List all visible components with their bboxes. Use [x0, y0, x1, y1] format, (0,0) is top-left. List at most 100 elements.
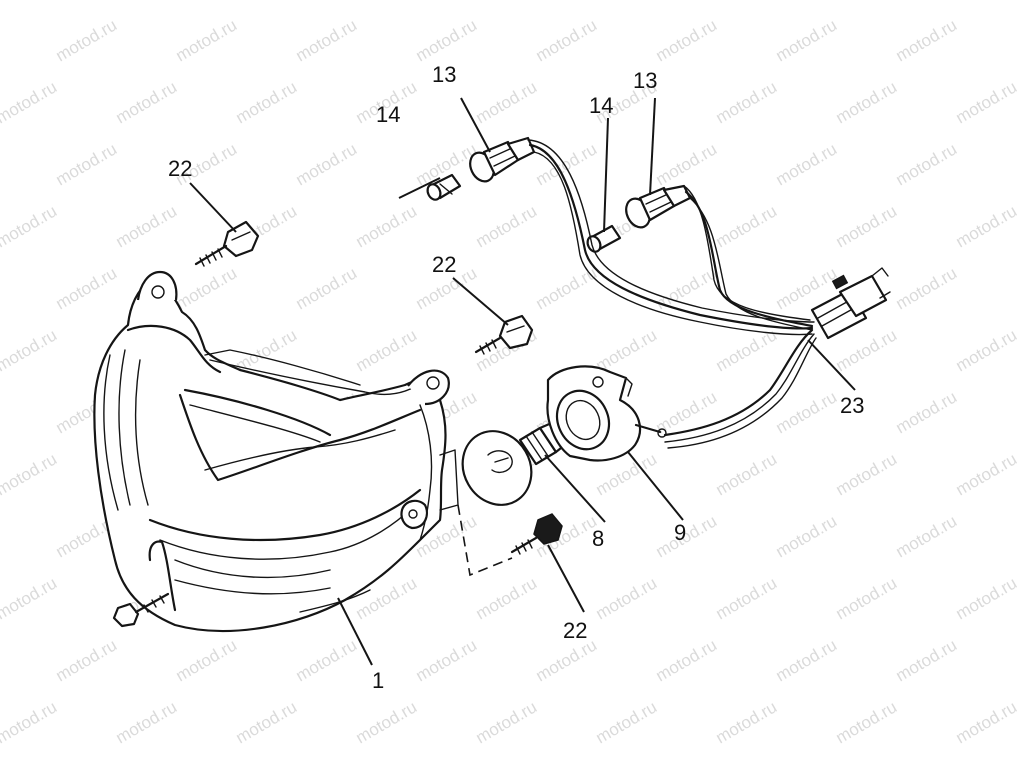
- watermark-text: motod.ru: [473, 77, 541, 127]
- watermark-text: motod.ru: [833, 325, 901, 375]
- bolt-housing-left: [112, 592, 170, 628]
- watermark-text: motod.ru: [173, 15, 241, 65]
- watermark-text: motod.ru: [833, 449, 901, 499]
- watermark-text: motod.ru: [53, 139, 121, 189]
- watermark-text: motod.ru: [473, 697, 541, 747]
- watermark-text: motod.ru: [893, 511, 961, 561]
- position-socket-right: [625, 184, 692, 229]
- watermark-text: motod.ru: [833, 0, 901, 3]
- headlight-housing: [93, 270, 459, 633]
- watermark-text: motod.ru: [653, 15, 721, 65]
- wiring-harness: [527, 139, 891, 449]
- position-bulb-left: [426, 173, 462, 201]
- callout-13-left: 13: [432, 62, 456, 87]
- watermark-text: motod.ru: [773, 15, 841, 65]
- watermark-text: motod.ru: [0, 201, 60, 251]
- callout-22-top: 22: [168, 156, 192, 181]
- watermark-text: motod.ru: [953, 573, 1021, 623]
- callout-22-bottom: 22: [563, 618, 587, 643]
- watermark-text: motod.ru: [293, 635, 361, 685]
- watermark-text: motod.ru: [233, 697, 301, 747]
- watermark-text: motod.ru: [893, 387, 961, 437]
- watermark-text: motod.ru: [53, 263, 121, 313]
- watermark-text: motod.ru: [953, 0, 1021, 3]
- watermark-text: motod.ru: [833, 77, 901, 127]
- watermark-text: motod.ru: [773, 511, 841, 561]
- watermark-text: motod.ru: [0, 449, 60, 499]
- position-socket-left: [469, 136, 536, 183]
- watermark-text: motod.ru: [53, 635, 121, 685]
- watermark-text: motod.ru: [893, 15, 961, 65]
- watermark-text: motod.ru: [0, 77, 60, 127]
- watermark-text: motod.ru: [653, 263, 721, 313]
- watermark-text: motod.ru: [953, 77, 1021, 127]
- watermark-text: motod.ru: [653, 635, 721, 685]
- callout-labels: 1 8 9 13 13 14 14 22 22 22 23: [168, 62, 864, 693]
- callout-8: 8: [592, 526, 604, 551]
- watermark-text: motod.ru: [353, 0, 421, 3]
- watermark-text: motod.ru: [593, 697, 661, 747]
- watermark-text: motod.ru: [713, 573, 781, 623]
- watermark-text: motod.ru: [773, 387, 841, 437]
- watermark-text: motod.ru: [833, 573, 901, 623]
- watermark-text: motod.ru: [473, 0, 541, 3]
- watermark-text: motod.ru: [413, 635, 481, 685]
- watermark-text: motod.ru: [0, 573, 60, 623]
- watermark-text: motod.ru: [113, 697, 181, 747]
- bolt-top-left: [194, 220, 260, 267]
- watermark-text: motod.ru: [833, 697, 901, 747]
- watermark-text: motod.ru: [893, 139, 961, 189]
- watermark-text: motod.ru: [593, 573, 661, 623]
- watermark-text: motod.ru: [893, 263, 961, 313]
- watermark-text: motod.ru: [173, 635, 241, 685]
- headlight-bulb: [461, 420, 568, 506]
- callout-1: 1: [372, 668, 384, 693]
- watermark-text: motod.ru: [113, 0, 181, 3]
- watermark-text: motod.ru: [893, 635, 961, 685]
- watermark-text: motod.ru: [533, 263, 601, 313]
- watermark-text: motod.ru: [353, 697, 421, 747]
- callout-14-left: 14: [376, 102, 400, 127]
- watermark-text: motod.ru: [113, 77, 181, 127]
- watermark-text: motod.ru: [353, 201, 421, 251]
- watermark-text: motod.ru: [233, 77, 301, 127]
- watermark-text: motod.ru: [953, 325, 1021, 375]
- watermark-text: motod.ru: [953, 449, 1021, 499]
- watermark-text: motod.ru: [773, 139, 841, 189]
- watermark-text: motod.ru: [293, 139, 361, 189]
- watermark-text: motod.ru: [173, 263, 241, 313]
- watermark-text: motod.ru: [413, 15, 481, 65]
- watermark-text: motod.ru: [773, 635, 841, 685]
- watermark-text: motod.ru: [653, 139, 721, 189]
- watermark-text: motod.ru: [293, 263, 361, 313]
- watermark-text: motod.ru: [713, 0, 781, 3]
- watermark-text: motod.ru: [593, 0, 661, 3]
- watermark-text: motod.ru: [833, 201, 901, 251]
- callout-23: 23: [840, 393, 864, 418]
- watermark-text: motod.ru: [473, 573, 541, 623]
- watermark-text: motod.ru: [353, 325, 421, 375]
- watermark-text: motod.ru: [233, 0, 301, 3]
- watermark-text: motod.ru: [293, 15, 361, 65]
- watermark-text: motod.ru: [713, 449, 781, 499]
- watermark-text: motod.ru: [533, 15, 601, 65]
- assembly-line: [457, 504, 513, 577]
- watermark-text: motod.ru: [713, 697, 781, 747]
- watermark-text: motod.ru: [713, 201, 781, 251]
- watermark-text: motod.ru: [0, 0, 60, 3]
- callout-9: 9: [674, 520, 686, 545]
- callout-13-right: 13: [633, 68, 657, 93]
- watermark-text: motod.ru: [473, 201, 541, 251]
- watermark-text: motod.ru: [53, 15, 121, 65]
- callout-22-middle: 22: [432, 252, 456, 277]
- callout-14-right: 14: [589, 93, 613, 118]
- watermark-text: motod.ru: [713, 77, 781, 127]
- watermark-text: motod.ru: [113, 201, 181, 251]
- bulb-socket: [546, 365, 667, 462]
- watermark-text: motod.ru: [653, 387, 721, 437]
- bolt-bottom: [510, 513, 563, 555]
- watermark-text: motod.ru: [953, 697, 1021, 747]
- watermark-text: motod.ru: [0, 325, 60, 375]
